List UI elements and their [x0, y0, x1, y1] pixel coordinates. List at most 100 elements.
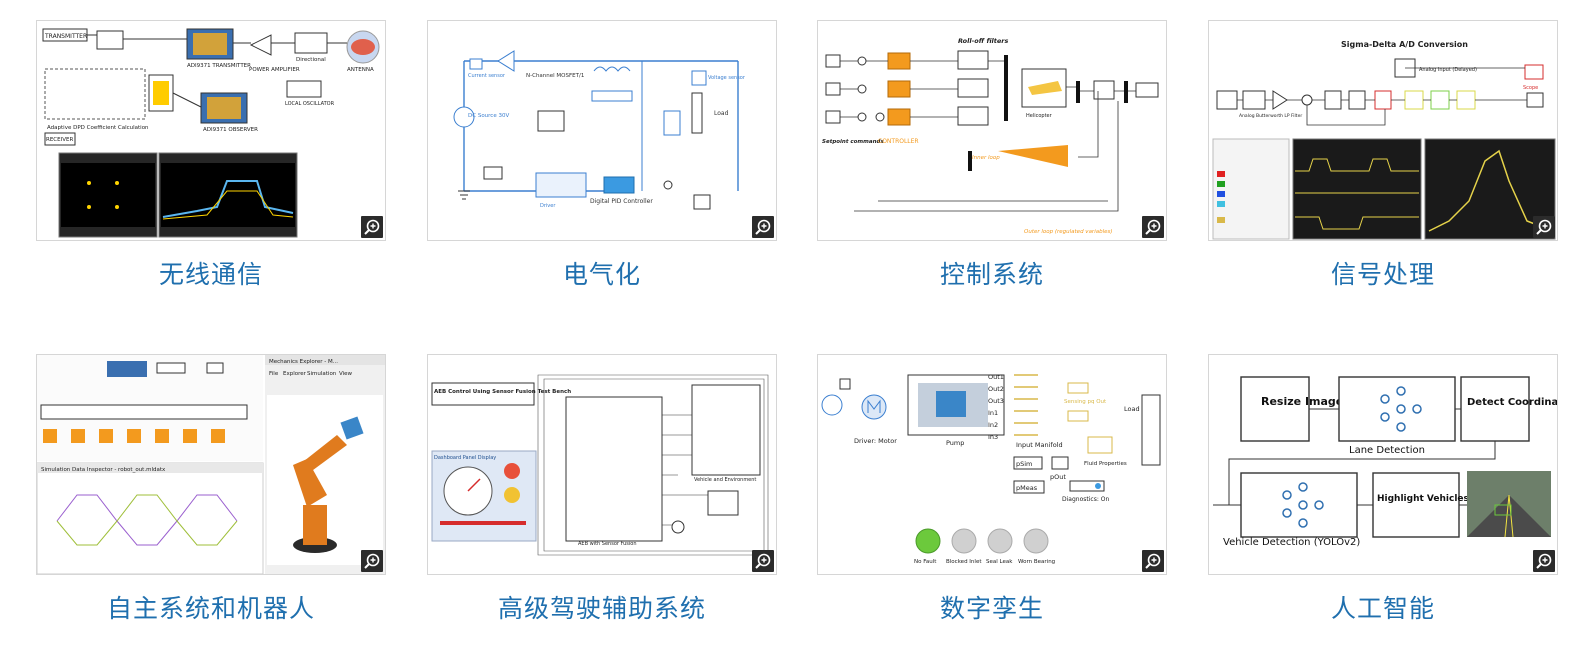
label-outer-loop: Outer loop (regulated variables) — [1024, 229, 1113, 235]
port-in3: In3 — [988, 433, 998, 441]
thumbnail-electrification[interactable]: DC Source 30V Current sensor N-Channel M… — [427, 20, 777, 241]
menu-simulation: Simulation — [307, 371, 337, 377]
zoom-button-adas[interactable] — [752, 550, 774, 572]
label-driver-motor: Driver: Motor — [854, 437, 897, 445]
label-power-amp: POWER AMPLIFIER — [249, 67, 300, 73]
label-worn-bearing: Worn Bearing — [1018, 559, 1055, 565]
thumbnail-signal-processing[interactable]: Sigma-Delta A/D Conversion Analog Input … — [1208, 20, 1558, 241]
label-mech-explorer: Mechanics Explorer - M... — [269, 359, 338, 365]
magnifier-plus-icon — [1145, 219, 1161, 235]
caption-robotics[interactable]: 自主系统和机器人 — [106, 594, 315, 623]
electrification-diagram: DC Source 30V Current sensor N-Channel M… — [428, 21, 776, 240]
digital-twin-diagram: Driver: Motor Pump Out1 Out2 Out3 In1 In… — [818, 355, 1166, 574]
label-setpoint: Setpoint commands — [822, 139, 884, 145]
wireless-diagram: TRANSMITTER ADI9371 TRANSMITTER POWER AM… — [37, 21, 385, 240]
label-voltage-sensor: Voltage sensor — [708, 75, 746, 81]
caption-adas[interactable]: 高级驾驶辅助系统 — [497, 594, 706, 623]
label-rolloff: Roll-off filters — [958, 37, 1009, 45]
card-adas[interactable]: AEB Control Using Sensor Fusion Test Ben… — [427, 354, 777, 625]
label-vehicle-detection: Vehicle Detection (YOLOv2) — [1223, 537, 1360, 548]
label-blocked-inlet: Blocked Inlet — [946, 559, 982, 565]
label-mosfet: N-Channel MOSFET/1 — [526, 73, 584, 79]
label-scope: Scope — [1523, 85, 1538, 91]
zoom-button-digital-twin[interactable] — [1142, 550, 1164, 572]
label-dc-source: DC Source 30V — [468, 113, 509, 119]
label-sigma-delta: Sigma-Delta A/D Conversion — [1341, 40, 1468, 49]
label-analog-input: Analog Input (Delayed) — [1419, 67, 1477, 73]
thumbnail-wireless[interactable]: TRANSMITTER ADI9371 TRANSMITTER POWER AM… — [36, 20, 386, 241]
port-in2: In2 — [988, 421, 998, 429]
card-electrification[interactable]: DC Source 30V Current sensor N-Channel M… — [427, 20, 777, 291]
zoom-button-signal-processing[interactable] — [1533, 216, 1555, 238]
card-wireless[interactable]: TRANSMITTER ADI9371 TRANSMITTER POWER AM… — [36, 20, 386, 291]
ai-diagram: Resize Image Lane Detection Detect Coord… — [1209, 355, 1557, 574]
label-local-osc: LOCAL OSCILLATOR — [285, 101, 335, 107]
card-signal-processing[interactable]: Sigma-Delta A/D Conversion Analog Input … — [1208, 20, 1558, 291]
label-adaptive-dpd: Adaptive DPD Coefficient Calculation — [47, 125, 149, 131]
adas-diagram: AEB Control Using Sensor Fusion Test Ben… — [428, 355, 776, 574]
label-diagnostics: Diagnostics: On — [1062, 496, 1109, 503]
menu-file: File — [269, 371, 279, 377]
label-pmeas-in: pMeas — [1016, 484, 1038, 492]
label-resize: Resize Image — [1261, 395, 1343, 408]
zoom-button-robotics[interactable] — [361, 550, 383, 572]
control-diagram: Roll-off filters Setpoint commands CONTR… — [818, 21, 1166, 240]
caption-control-systems[interactable]: 控制系统 — [939, 260, 1044, 289]
zoom-button-control-systems[interactable] — [1142, 216, 1164, 238]
zoom-button-ai[interactable] — [1533, 550, 1555, 572]
caption-digital-twin[interactable]: 数字孪生 — [939, 594, 1044, 623]
label-lane-detection: Lane Detection — [1349, 445, 1425, 456]
thumbnail-ai[interactable]: Resize Image Lane Detection Detect Coord… — [1208, 354, 1558, 575]
magnifier-plus-icon — [364, 219, 380, 235]
card-digital-twin[interactable]: Driver: Motor Pump Out1 Out2 Out3 In1 In… — [817, 354, 1167, 625]
signal-diagram: Sigma-Delta A/D Conversion Analog Input … — [1209, 21, 1557, 240]
label-fluid-props: Fluid Properties — [1084, 461, 1127, 467]
label-load: Load — [714, 110, 729, 117]
card-robotics[interactable]: Simulation Data Inspector - robot_out.ml… — [36, 354, 386, 625]
label-driver: Driver — [540, 203, 556, 209]
label-dashboard: Dashboard Panel Display — [434, 455, 496, 461]
label-aeb-fusion: AEB with Sensor Fusion — [578, 541, 637, 547]
menu-explorer: Explorer — [283, 371, 307, 377]
menu-view: View — [339, 371, 353, 377]
label-input-manifold: Input Manifold — [1016, 441, 1063, 449]
robotics-diagram: Simulation Data Inspector - robot_out.ml… — [37, 355, 385, 574]
label-pid: Digital PID Controller — [590, 198, 653, 205]
port-out3: Out3 — [988, 397, 1004, 405]
zoom-button-electrification[interactable] — [752, 216, 774, 238]
caption-wireless[interactable]: 无线通信 — [158, 260, 263, 289]
card-ai[interactable]: Resize Image Lane Detection Detect Coord… — [1208, 354, 1558, 625]
label-transmitter: TRANSMITTER — [44, 33, 87, 40]
label-inner-loop: Inner loop — [972, 155, 1000, 161]
label-no-fault: No Fault — [914, 559, 937, 565]
thumbnail-robotics[interactable]: Simulation Data Inspector - robot_out.ml… — [36, 354, 386, 575]
label-seal-leak: Seal Leak — [986, 559, 1013, 565]
thumbnail-control-systems[interactable]: Roll-off filters Setpoint commands CONTR… — [817, 20, 1167, 241]
label-controller: CONTROLLER — [878, 138, 919, 145]
label-directional: Directional — [296, 57, 326, 63]
label-antenna: ANTENNA — [347, 67, 374, 73]
caption-ai[interactable]: 人工智能 — [1330, 594, 1435, 623]
magnifier-plus-icon — [1536, 219, 1552, 235]
label-vehicle-env: Vehicle and Environment — [694, 477, 756, 483]
label-psim: pSim — [1016, 460, 1032, 468]
caption-electrification[interactable]: 电气化 — [562, 260, 641, 289]
label-highlight: Highlight Vehicles & Lanes — [1377, 494, 1513, 504]
caption-signal-processing[interactable]: 信号处理 — [1330, 260, 1435, 289]
magnifier-plus-icon — [755, 553, 771, 569]
magnifier-plus-icon — [1536, 553, 1552, 569]
label-butterworth: Analog Butterworth LP Filter — [1239, 113, 1302, 119]
label-receiver: RECEIVER — [46, 137, 73, 143]
label-current-sensor: Current sensor — [468, 73, 506, 79]
thumbnail-adas[interactable]: AEB Control Using Sensor Fusion Test Ben… — [427, 354, 777, 575]
label-detect-coords: Detect Coordinates — [1467, 397, 1557, 408]
thumbnail-digital-twin[interactable]: Driver: Motor Pump Out1 Out2 Out3 In1 In… — [817, 354, 1167, 575]
magnifier-plus-icon — [364, 553, 380, 569]
label-load-dt: Load — [1124, 405, 1140, 413]
label-pump: Pump — [946, 439, 964, 447]
port-in1: In1 — [988, 409, 998, 417]
label-sensing: Sensing pq Out — [1064, 399, 1107, 405]
card-control-systems[interactable]: Roll-off filters Setpoint commands CONTR… — [817, 20, 1167, 291]
zoom-button-wireless[interactable] — [361, 216, 383, 238]
